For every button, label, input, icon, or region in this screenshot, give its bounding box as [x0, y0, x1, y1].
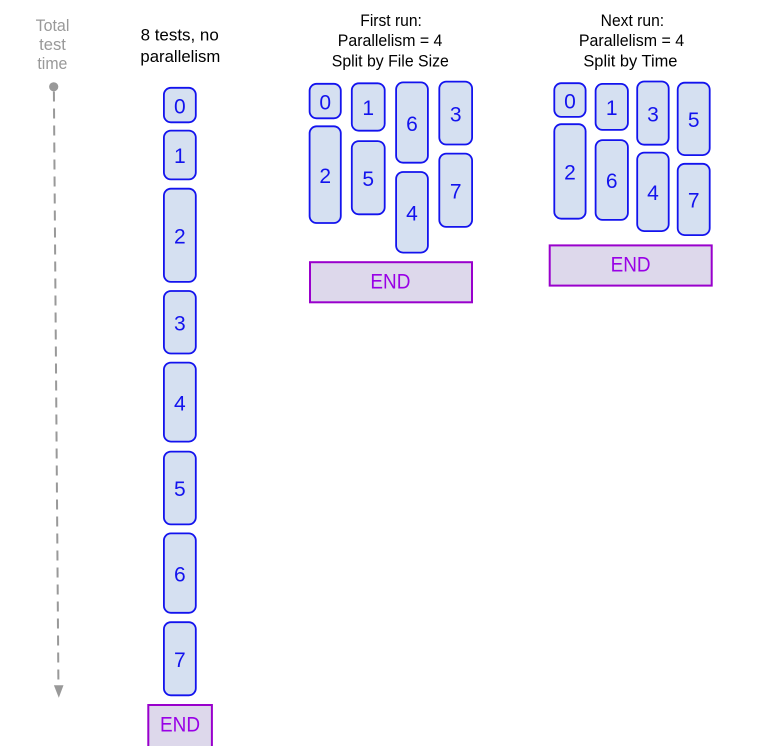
svg-text:4: 4 [647, 182, 659, 205]
svg-text:First run:: First run: [360, 12, 422, 30]
svg-text:4: 4 [174, 392, 186, 415]
svg-text:6: 6 [606, 170, 618, 193]
svg-text:END: END [370, 270, 410, 293]
svg-text:1: 1 [174, 145, 186, 168]
svg-text:1: 1 [362, 97, 374, 120]
svg-text:test: test [39, 36, 66, 54]
svg-text:0: 0 [564, 90, 576, 113]
svg-text:7: 7 [450, 180, 462, 203]
svg-text:6: 6 [406, 113, 418, 136]
svg-text:5: 5 [362, 168, 374, 191]
svg-text:Total: Total [36, 17, 70, 35]
svg-text:3: 3 [450, 103, 462, 126]
svg-text:0: 0 [174, 95, 186, 118]
svg-text:Parallelism = 4: Parallelism = 4 [338, 32, 443, 50]
svg-text:0: 0 [319, 91, 331, 114]
svg-text:parallelism: parallelism [140, 48, 220, 66]
svg-text:1: 1 [606, 97, 618, 120]
svg-text:2: 2 [319, 165, 331, 188]
svg-text:Split by Time: Split by Time [583, 52, 677, 70]
svg-text:Next run:: Next run: [601, 12, 665, 30]
svg-text:4: 4 [406, 203, 418, 226]
svg-text:5: 5 [688, 109, 700, 132]
svg-text:3: 3 [647, 103, 659, 126]
svg-text:Split by File Size: Split by File Size [332, 52, 449, 70]
svg-text:Parallelism = 4: Parallelism = 4 [579, 32, 684, 50]
svg-text:END: END [611, 254, 651, 277]
svg-text:7: 7 [688, 190, 700, 213]
svg-text:2: 2 [174, 226, 186, 249]
svg-text:8 tests, no: 8 tests, no [141, 26, 219, 44]
svg-text:7: 7 [174, 649, 186, 672]
svg-text:END: END [160, 714, 200, 737]
svg-text:5: 5 [174, 478, 186, 501]
svg-text:time: time [37, 55, 67, 73]
svg-text:3: 3 [174, 312, 186, 335]
svg-text:6: 6 [174, 563, 186, 586]
svg-text:2: 2 [564, 162, 576, 185]
